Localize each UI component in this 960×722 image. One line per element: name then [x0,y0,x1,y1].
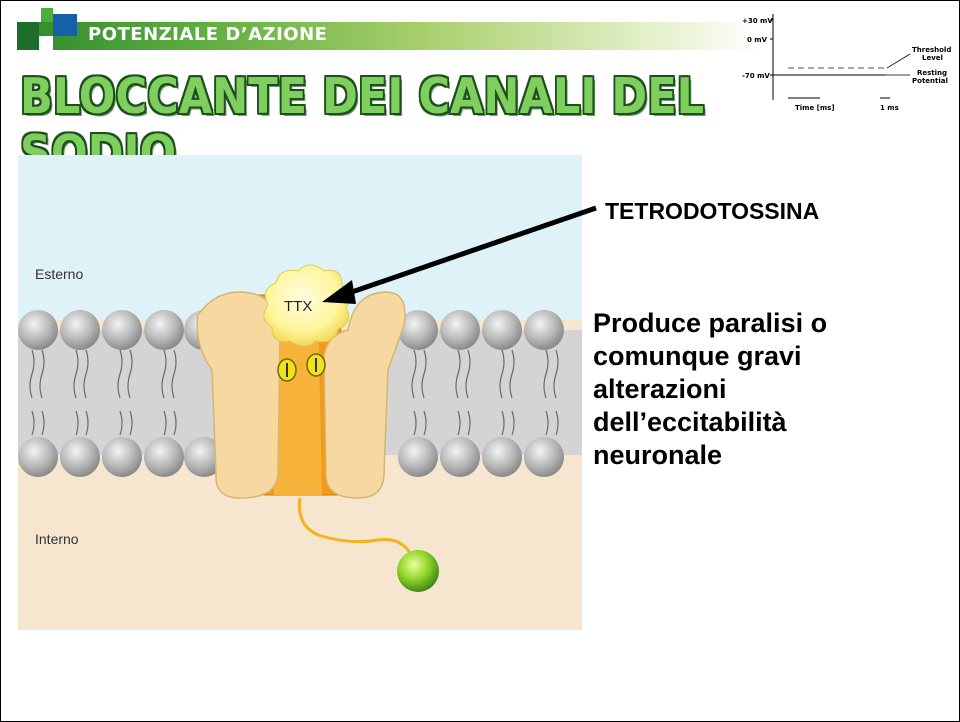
effect-line: Produce paralisi o [593,307,933,340]
toxin-name: TETRODOTOSSINA [605,198,819,225]
effect-line: comunque gravi [593,340,933,373]
effect-line: dell’eccitabilità [593,406,933,439]
effect-line: neuronale [593,439,933,472]
effect-description: Produce paralisi o comunque gravi altera… [593,307,933,472]
effect-line: alterazioni [593,373,933,406]
